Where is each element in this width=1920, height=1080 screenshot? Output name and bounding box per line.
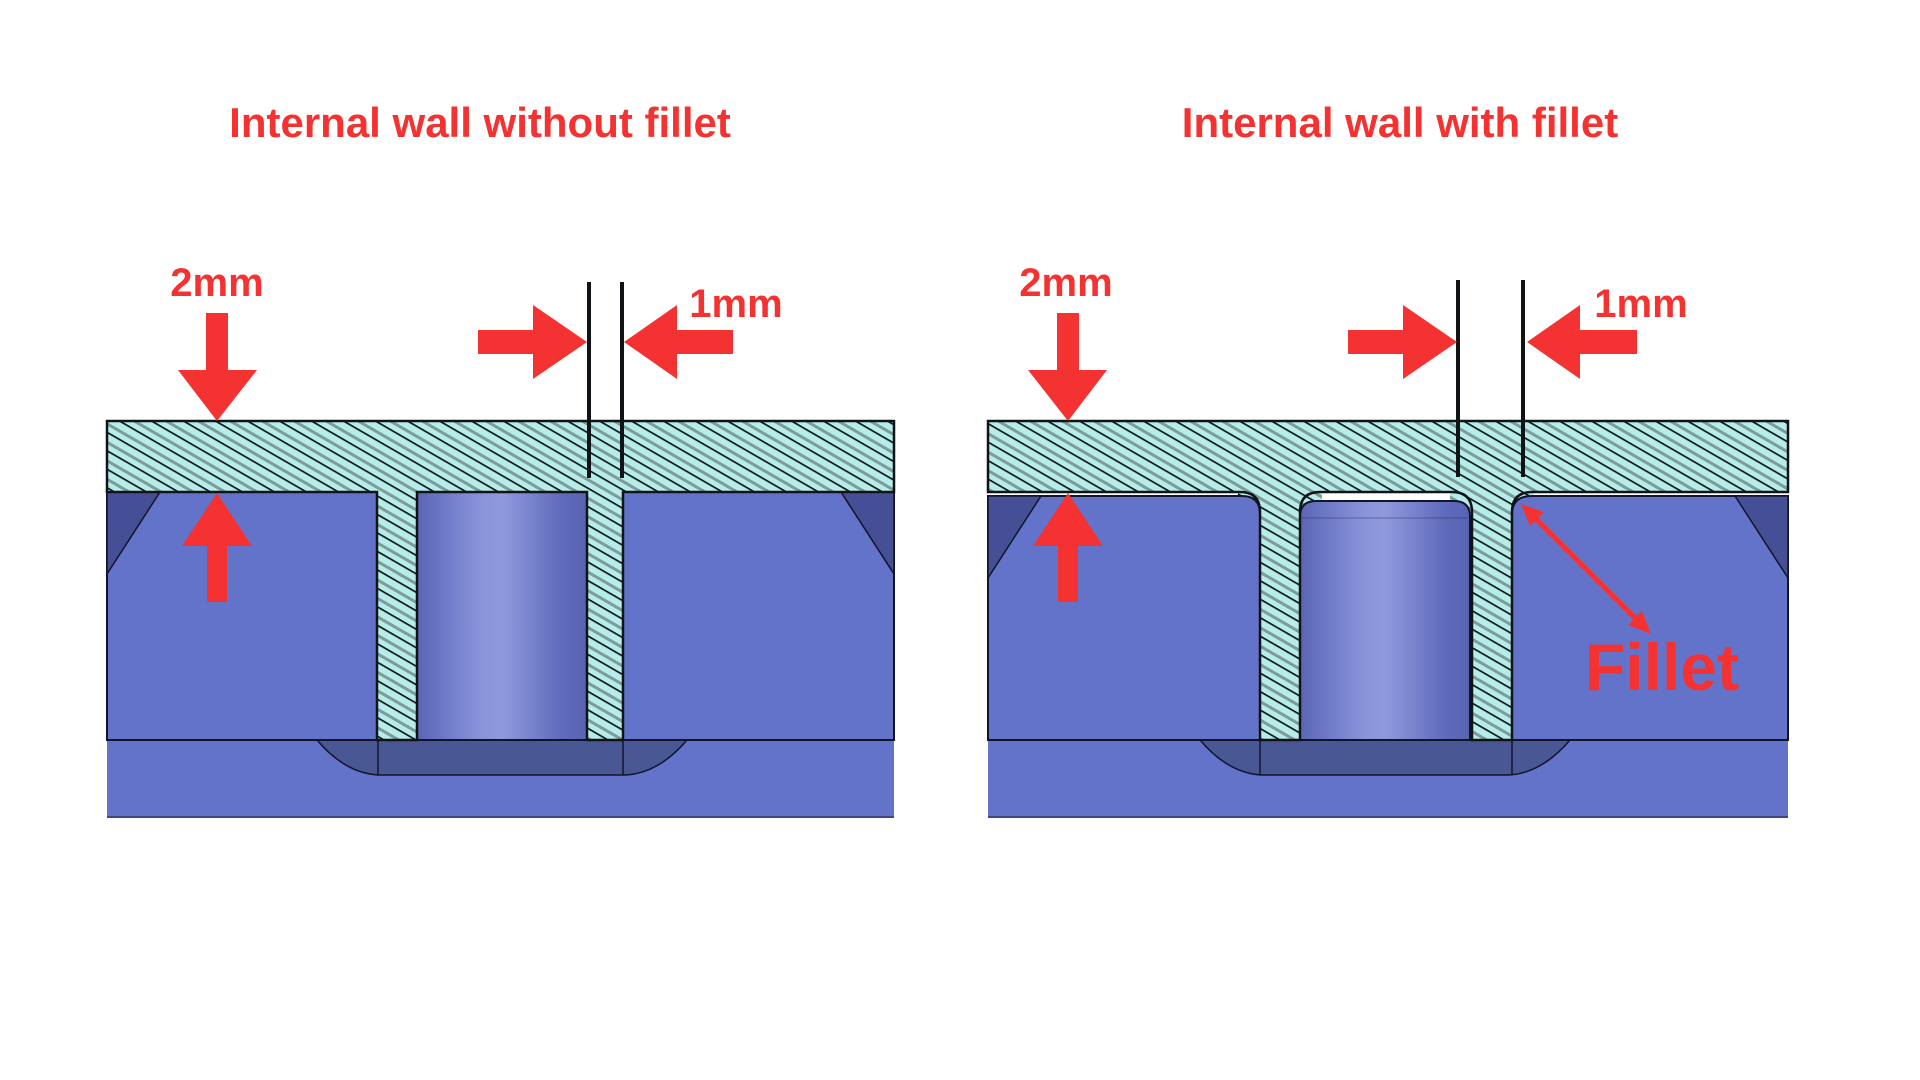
left-diagram: Internal wall without fillet 1mm 2mm bbox=[105, 99, 896, 818]
right-diagram: Internal wall with fillet 1mm bbox=[986, 99, 1790, 818]
relief-recess bbox=[315, 739, 689, 776]
dimension-arrow-down bbox=[178, 313, 257, 421]
wall-thickness-label: 1mm bbox=[1594, 282, 1687, 326]
dimension-arrow-left-pointing bbox=[1527, 305, 1637, 379]
fillet-leader-arrow bbox=[1521, 504, 1651, 634]
top-thickness-label: 2mm bbox=[1019, 261, 1112, 305]
section-hatch-with-fillet bbox=[986, 419, 1790, 742]
dimension-arrow-right-pointing bbox=[1348, 305, 1457, 379]
boss-cylinder bbox=[416, 491, 588, 741]
top-thickness-label: 2mm bbox=[170, 261, 263, 305]
right-diagram-title: Internal wall with fillet bbox=[1182, 99, 1618, 146]
dimension-arrow-down bbox=[1028, 313, 1107, 421]
dimension-arrow-right-pointing bbox=[478, 305, 587, 379]
fillet-label: Fillet bbox=[1585, 630, 1739, 704]
dimension-arrow-left-pointing bbox=[624, 305, 733, 379]
left-outer-block bbox=[106, 491, 378, 741]
boss-cylinder-filleted bbox=[1299, 500, 1471, 741]
relief-recess bbox=[1198, 739, 1572, 776]
dimension-arrow-up bbox=[1033, 493, 1103, 602]
left-outer-block-filleted bbox=[987, 495, 1261, 741]
dimension-arrow-up bbox=[182, 493, 252, 602]
right-corner-chamfer bbox=[1733, 495, 1789, 581]
left-diagram-title: Internal wall without fillet bbox=[229, 99, 731, 146]
left-corner-chamfer bbox=[987, 495, 1043, 581]
wall-thickness-label: 1mm bbox=[689, 282, 782, 326]
right-outer-block bbox=[622, 491, 895, 741]
section-hatch-no-fillet bbox=[105, 419, 896, 742]
